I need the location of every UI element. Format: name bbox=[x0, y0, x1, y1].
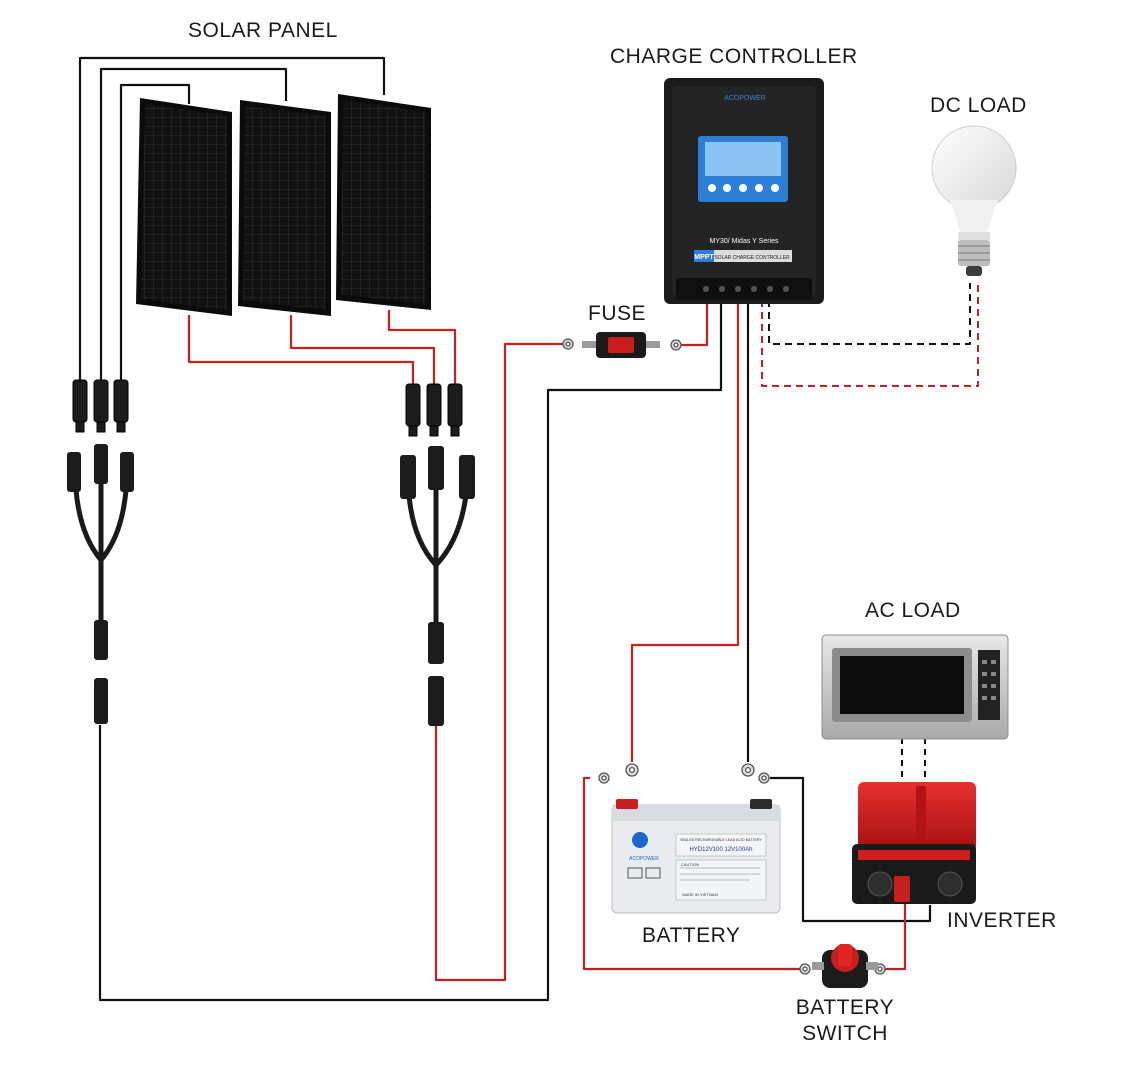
ring-terminal-icon bbox=[598, 772, 610, 784]
mc4-connectors-right bbox=[405, 383, 463, 437]
ring-terminal-icon bbox=[758, 772, 770, 784]
controller-badge: MPPT bbox=[694, 254, 714, 261]
mc4-connector-icon bbox=[426, 383, 442, 437]
battery-made-in: MADE IN VIETNAM bbox=[682, 892, 718, 897]
bulb-icon bbox=[931, 125, 1017, 276]
battery-switch-icon bbox=[812, 944, 878, 988]
solar-panel-icon bbox=[336, 94, 431, 310]
ring-terminal-icon bbox=[799, 963, 811, 975]
inverter-negative-wire bbox=[770, 776, 932, 923]
branch-connector-right bbox=[400, 446, 475, 726]
battery-caution: CAUTION bbox=[681, 862, 699, 867]
dc-load-negative-wire bbox=[768, 283, 971, 345]
mc4-connector-icon bbox=[428, 676, 444, 726]
battery-label-line1: SEALED RECHARGEABLE LEAD ACID BATTERY bbox=[680, 838, 762, 842]
controller-brand: ACOPOWER bbox=[724, 95, 766, 102]
switch-output-wire bbox=[885, 900, 907, 971]
ring-terminal-icon bbox=[670, 339, 682, 351]
fuse-icon bbox=[582, 332, 660, 358]
battery-label-line2: HYD12V100 12V100Ah bbox=[689, 847, 752, 853]
dc-load-label: DC LOAD bbox=[930, 94, 1027, 117]
controller-subtitle: SOLAR CHARGE CONTROLLER bbox=[714, 255, 790, 261]
charge-controller-icon bbox=[664, 78, 824, 304]
ring-terminal-icon bbox=[625, 763, 639, 777]
solar-panel-icon bbox=[238, 100, 331, 316]
ring-terminal-icon bbox=[562, 338, 574, 350]
branch-connector-icon bbox=[400, 446, 475, 664]
inverter-icon bbox=[852, 782, 976, 904]
mc4-connector-icon bbox=[405, 383, 421, 437]
solar-panel-label: SOLAR PANEL bbox=[188, 19, 338, 42]
battery-switch-label-line1: BATTERY bbox=[795, 996, 895, 1019]
ac-load-label: AC LOAD bbox=[865, 599, 961, 622]
switch-input-wire bbox=[582, 776, 800, 971]
solar-panel-icon bbox=[136, 98, 232, 316]
fuse-to-controller-wire bbox=[672, 300, 709, 347]
battery-switch-label-line2: SWITCH bbox=[802, 1022, 888, 1045]
panel1-positive-wire bbox=[187, 315, 415, 384]
charge-controller-label: CHARGE CONTROLLER bbox=[610, 45, 858, 68]
controller-model: MY30/ Midas Y Series bbox=[710, 238, 779, 245]
mc4-connector-icon bbox=[447, 383, 463, 437]
mc4-connector-icon bbox=[94, 678, 108, 724]
battery-brand: ACOPOWER bbox=[629, 856, 659, 862]
panel2-negative-wire bbox=[99, 67, 288, 380]
panel1-negative-wire bbox=[119, 83, 191, 380]
solar-panels bbox=[136, 94, 431, 316]
battery-label: BATTERY bbox=[642, 924, 741, 947]
mc4-connector-icon bbox=[93, 379, 109, 433]
fuse-label: FUSE bbox=[588, 302, 647, 325]
panel3-negative-wire bbox=[78, 56, 386, 380]
dc-load-positive-wire bbox=[761, 283, 979, 387]
battery-icon bbox=[611, 799, 781, 914]
pv-positive-main-wire bbox=[434, 342, 570, 982]
battery-positive-wire bbox=[630, 300, 740, 762]
panel2-positive-wire bbox=[289, 315, 436, 384]
branch-connector-left bbox=[67, 444, 134, 724]
microwave-icon bbox=[821, 634, 1009, 740]
mc4-connectors-left bbox=[72, 379, 129, 433]
ring-terminals bbox=[562, 338, 886, 975]
inverter-label: INVERTER bbox=[947, 909, 1057, 932]
mc4-connector-icon bbox=[72, 379, 88, 433]
pv-negative-main-wire bbox=[98, 300, 723, 1002]
panel3-positive-wire bbox=[387, 310, 457, 384]
ring-terminal-icon bbox=[741, 763, 755, 777]
mc4-connector-icon bbox=[113, 379, 129, 433]
wiring bbox=[78, 56, 979, 1002]
branch-connector-icon bbox=[67, 444, 134, 660]
